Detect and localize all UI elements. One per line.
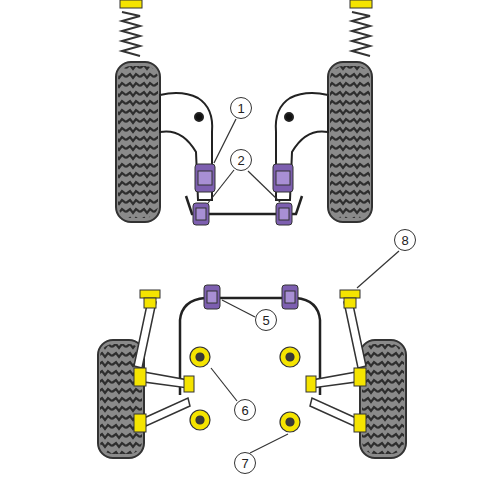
rear-link [134, 300, 366, 426]
callout-number: 8 [401, 234, 408, 247]
bush [193, 203, 292, 225]
callout-number: 1 [237, 102, 244, 115]
leader-line [208, 119, 399, 453]
link-bush [134, 290, 366, 432]
callout-circle: 2 [230, 149, 252, 171]
callout-circle: 1 [230, 97, 252, 119]
callout-number: 6 [241, 404, 248, 417]
coil-spring [120, 0, 372, 56]
callout-circle: 6 [234, 399, 256, 421]
callout-circle: 7 [234, 452, 256, 474]
anti-roll-bar [180, 298, 320, 395]
callout-circle: 5 [255, 309, 277, 331]
mount-bush [190, 347, 300, 432]
callout-number: 2 [237, 154, 244, 167]
callout-circle: 8 [394, 229, 416, 251]
bush [204, 285, 298, 309]
callout-number: 5 [262, 314, 269, 327]
front-wheel [116, 62, 372, 222]
front-arm [160, 93, 328, 200]
callout-number: 7 [241, 457, 248, 470]
